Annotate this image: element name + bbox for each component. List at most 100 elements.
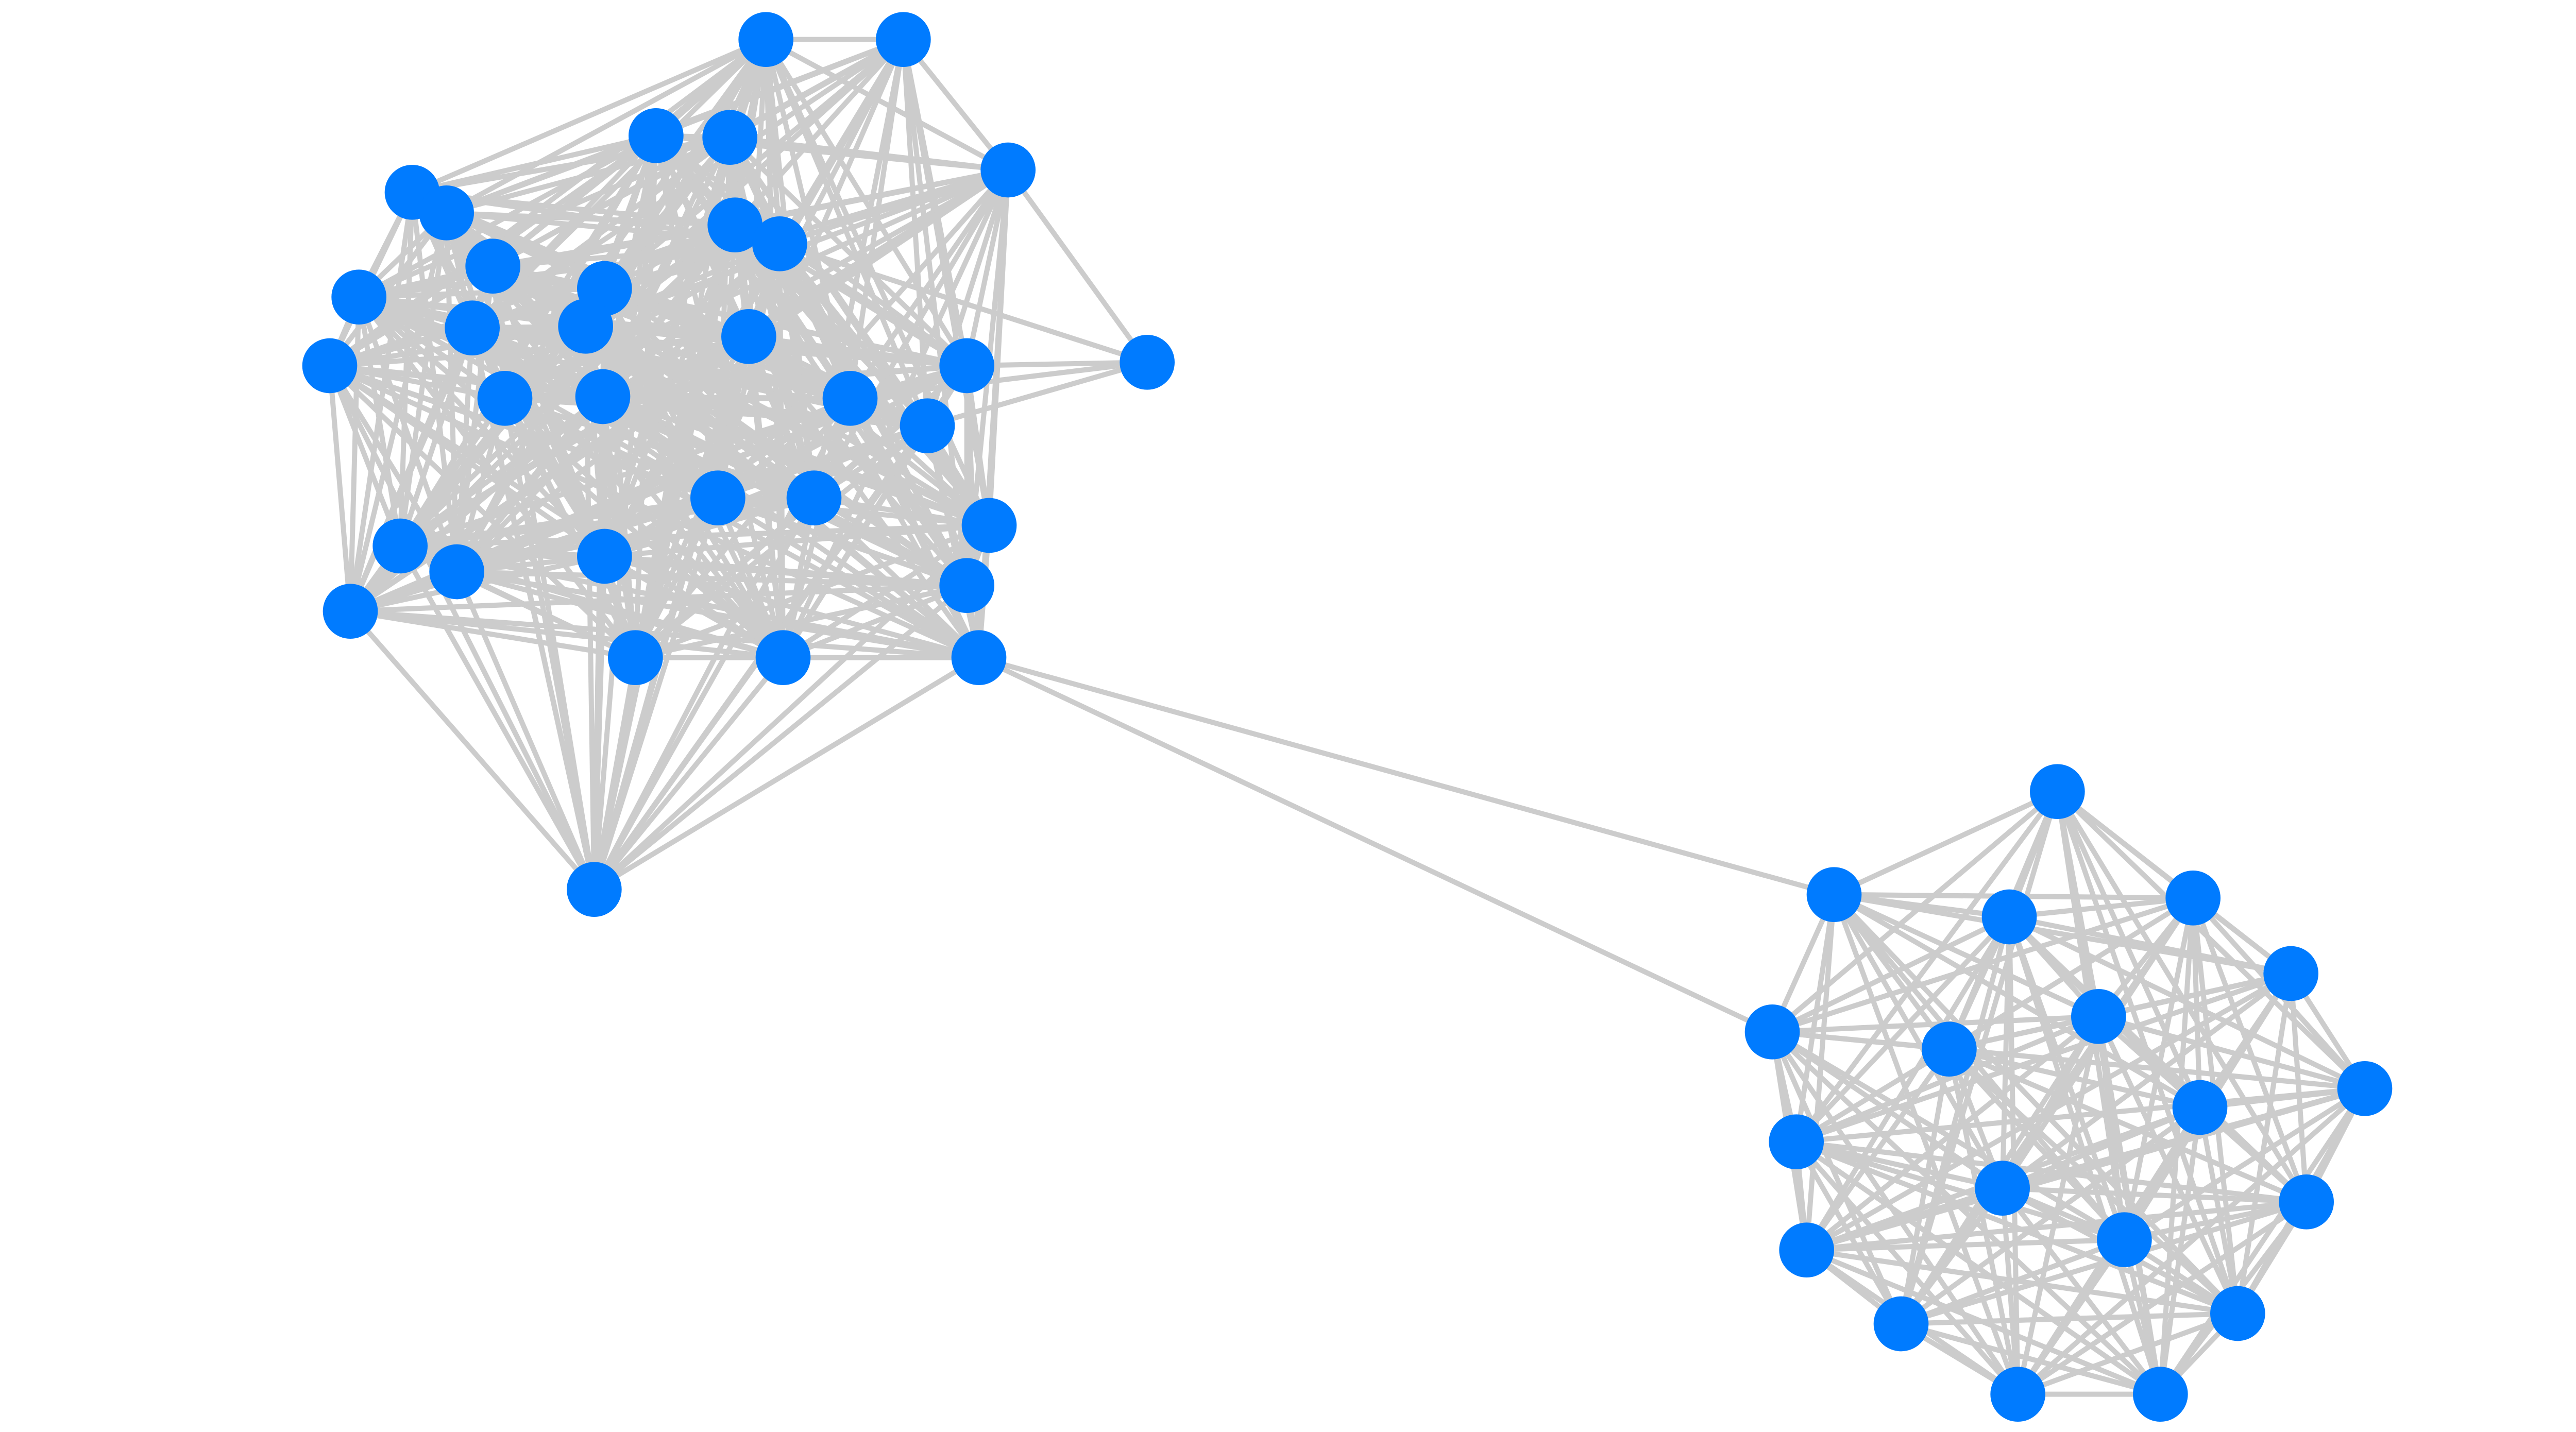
graph-edge <box>348 608 597 892</box>
graph-edge <box>1804 1185 2005 1253</box>
graph-node-a-32 <box>567 862 622 917</box>
graph-node-a-18 <box>575 369 631 424</box>
graph-edge <box>1770 1014 2102 1035</box>
graph-edge <box>600 394 981 660</box>
graph-edge <box>925 167 1011 429</box>
graph-node-a-2 <box>629 108 684 163</box>
graph-node-b-4 <box>2263 946 2318 1001</box>
graph-edge <box>397 334 752 549</box>
graph-edge <box>746 334 970 368</box>
graph-edge <box>633 396 853 660</box>
graph-edge <box>848 360 1150 401</box>
graph-node-a-22 <box>786 470 842 526</box>
graph-node-a-4 <box>980 142 1036 198</box>
graph-edge <box>591 495 817 892</box>
graph-edge <box>1999 971 2294 1191</box>
graph-edge <box>1793 1139 2309 1205</box>
graph-edge <box>1946 1046 2309 1205</box>
graph-edge <box>2190 895 2309 1205</box>
graph-edge <box>1899 1046 1952 1326</box>
graph-edge <box>1832 892 2021 1397</box>
graph-edge <box>811 495 992 528</box>
graph-node-a-19 <box>822 371 878 426</box>
graph-edge <box>356 241 783 300</box>
graph-node-a-6 <box>419 185 474 241</box>
graph-edge <box>397 394 605 549</box>
graph-edge <box>777 241 992 528</box>
graph-node-a-9 <box>465 238 521 294</box>
graph-edge <box>397 543 597 892</box>
graph-edge <box>901 37 992 528</box>
graph-edge <box>397 523 992 549</box>
graph-edge <box>348 583 970 614</box>
graph-node-a-20 <box>900 398 955 454</box>
graph-edge <box>976 655 1837 897</box>
graph-edge <box>1804 1199 2309 1253</box>
graph-edge <box>591 554 607 892</box>
graph-edge <box>444 37 769 216</box>
graph-edge <box>1899 1321 2163 1397</box>
graph-edge <box>348 394 605 614</box>
graph-node-b-6 <box>2071 989 2126 1044</box>
graph-edge <box>1946 1046 2127 1242</box>
graph-edge <box>2122 1199 2309 1242</box>
graph-node-a-23 <box>961 498 1017 553</box>
graph-edge <box>602 495 817 559</box>
graph-edge <box>1770 895 2196 1035</box>
graph-node-a-12 <box>445 300 500 356</box>
graph-edge <box>356 294 460 574</box>
graph-node-a-14 <box>721 309 776 364</box>
graph-edge <box>2015 1311 2241 1397</box>
graph-edge <box>777 241 970 368</box>
graph-edge <box>1832 892 2202 1110</box>
graph-edge <box>1793 1086 2367 1145</box>
graph-node-b-0 <box>2030 764 2085 819</box>
nodes-layer <box>302 12 2393 1422</box>
graph-edge <box>925 360 1150 429</box>
graph-edge <box>2096 1014 2163 1397</box>
graph-edge <box>976 655 1775 1035</box>
graph-edge <box>1899 1185 2005 1326</box>
graph-edge <box>327 363 638 660</box>
graph-edge <box>781 523 992 660</box>
graph-edge <box>763 37 1011 173</box>
graph-edge <box>1804 892 1837 1253</box>
graph-edge <box>1946 1046 2241 1316</box>
graph-edge <box>2007 895 2196 919</box>
graph-node-b-11 <box>1975 1161 2030 1216</box>
graph-edge <box>600 394 853 401</box>
graph-edge <box>454 495 817 574</box>
graph-node-b-7 <box>1922 1021 1977 1077</box>
graph-edge <box>2288 971 2309 1205</box>
graph-node-a-8 <box>752 216 807 271</box>
graph-edge <box>602 523 992 559</box>
graph-node-b-18 <box>2133 1367 2188 1422</box>
graph-edge <box>602 286 970 368</box>
graph-edge <box>348 325 475 614</box>
graph-edge <box>1804 1247 2241 1316</box>
graph-edge <box>348 608 981 660</box>
graph-edge <box>454 569 638 660</box>
graph-node-b-17 <box>1990 1367 2046 1422</box>
graph-edge <box>602 554 970 588</box>
graph-edge <box>1793 1139 1904 1326</box>
graph-edge <box>356 286 607 300</box>
graph-edge <box>1832 892 2102 1019</box>
graph-edge <box>2015 1199 2309 1397</box>
graph-edge <box>1793 1139 2021 1397</box>
graph-node-a-30 <box>755 630 811 685</box>
graph-node-b-2 <box>1981 889 2037 945</box>
graph-edge <box>397 495 817 549</box>
graph-edge <box>2235 971 2294 1316</box>
graph-edge <box>327 334 752 368</box>
graph-node-a-17 <box>477 371 533 426</box>
graph-node-a-28 <box>323 584 378 639</box>
graph-edge <box>327 363 403 549</box>
graph-edge <box>727 134 992 528</box>
graph-edge <box>1832 892 2005 1191</box>
graph-edge <box>1899 914 2012 1326</box>
graph-edge <box>1793 914 2012 1145</box>
graph-node-b-5 <box>1744 1004 1800 1060</box>
graph-node-a-11 <box>331 269 387 325</box>
